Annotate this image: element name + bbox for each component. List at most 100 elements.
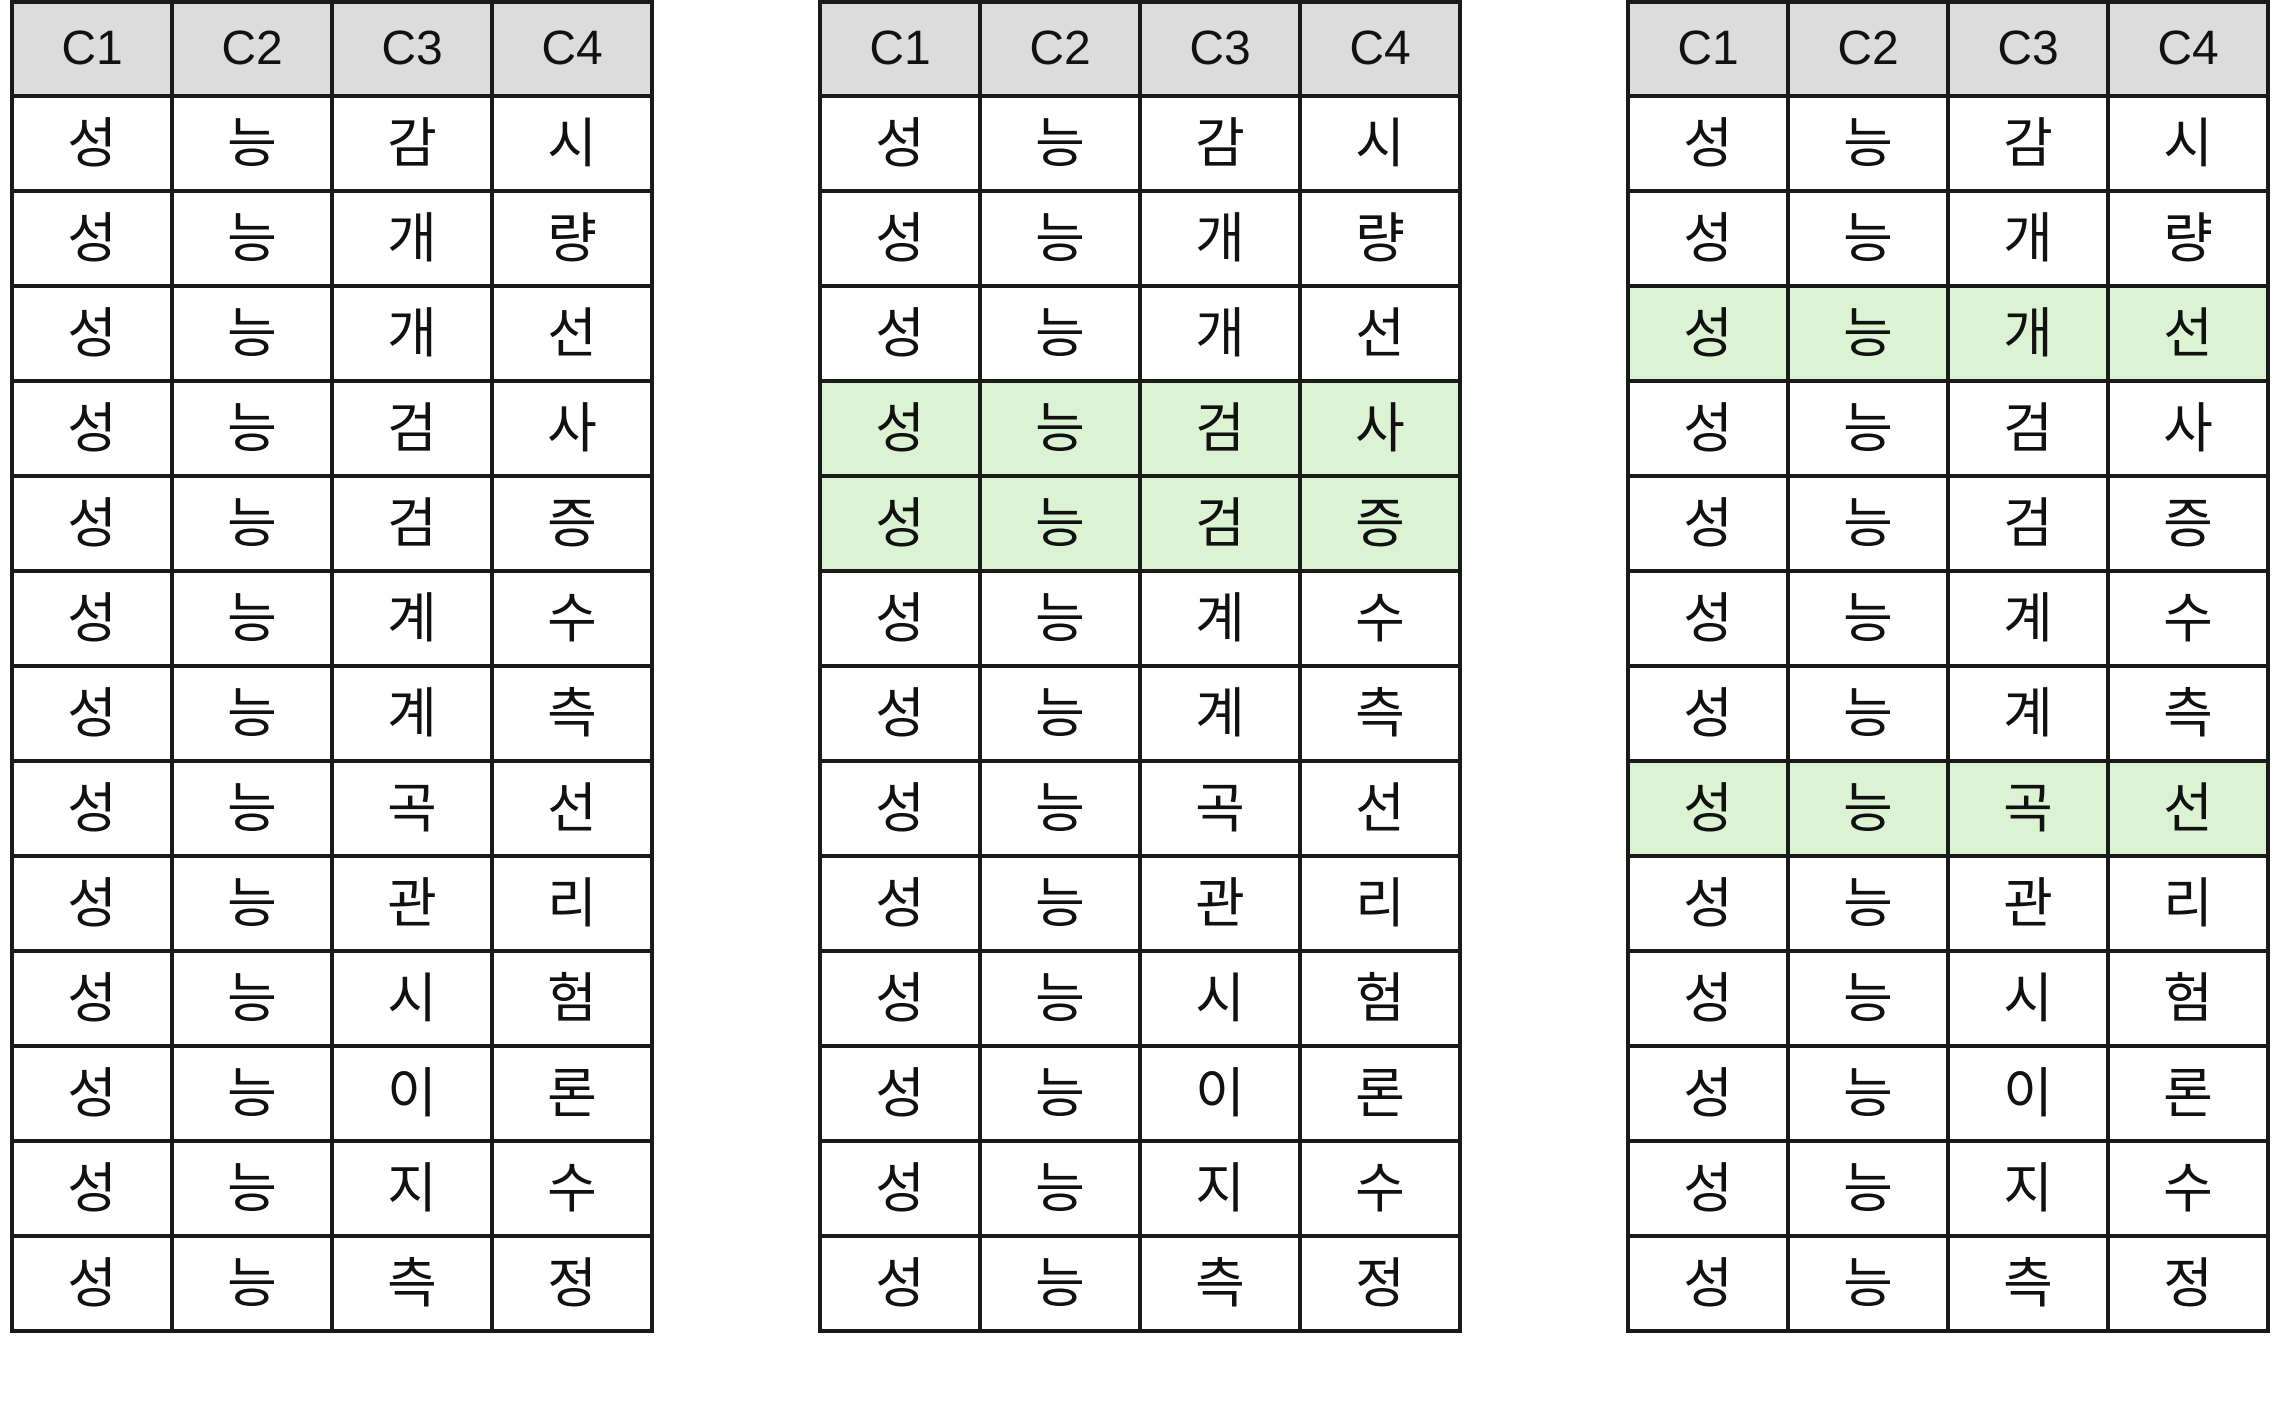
table-cell: 검 [1138, 474, 1302, 573]
table-cell: 성 [1626, 1044, 1790, 1143]
table-cell: 능 [1786, 759, 1950, 858]
table-cell: 론 [1298, 1044, 1462, 1143]
table-cell: 선 [2106, 759, 2270, 858]
table-cell: 지 [330, 1139, 494, 1238]
table-cell: 선 [1298, 759, 1462, 858]
table-cell: 능 [1786, 94, 1950, 193]
table-cell: 개 [1138, 189, 1302, 288]
table-cell: 능 [1786, 189, 1950, 288]
table-cell: 개 [330, 284, 494, 383]
table-cell: 성 [818, 569, 982, 668]
table-cell: 험 [2106, 949, 2270, 1048]
table-cell: 검 [1946, 474, 2110, 573]
table-cell: 능 [170, 569, 334, 668]
table-cell: 측 [1138, 1234, 1302, 1333]
table-cell: 성 [818, 379, 982, 478]
table-cell: 능 [170, 949, 334, 1048]
column-header: C3 [1138, 0, 1302, 98]
column-header: C2 [1786, 0, 1950, 98]
table-cell: 사 [1298, 379, 1462, 478]
table-cell: 증 [490, 474, 654, 573]
table-cell: 검 [1946, 379, 2110, 478]
table-cell: 능 [1786, 1044, 1950, 1143]
table-cell: 능 [978, 1044, 1142, 1143]
table-cell: 수 [490, 569, 654, 668]
table-cell: 계 [330, 569, 494, 668]
table-cell: 시 [2106, 94, 2270, 193]
table-cell: 개 [330, 189, 494, 288]
table-cell: 능 [1786, 569, 1950, 668]
table-cell: 선 [2106, 284, 2270, 383]
table-cell: 성 [1626, 1139, 1790, 1238]
table-cell: 이 [1138, 1044, 1302, 1143]
table-cell: 능 [1786, 284, 1950, 383]
table-cell: 성 [10, 379, 174, 478]
table-cell: 성 [818, 189, 982, 288]
table-cell: 검 [330, 474, 494, 573]
table-cell: 개 [1946, 189, 2110, 288]
table-cell: 성 [1626, 379, 1790, 478]
table-cell: 성 [10, 854, 174, 953]
table-cell: 사 [2106, 379, 2270, 478]
table-cell: 량 [490, 189, 654, 288]
table-cell: 개 [1946, 284, 2110, 383]
table-cell: 성 [818, 854, 982, 953]
table-cell: 수 [2106, 569, 2270, 668]
table-cell: 능 [978, 379, 1142, 478]
table-cell: 측 [1298, 664, 1462, 763]
column-header: C4 [490, 0, 654, 98]
table-cell: 감 [1138, 94, 1302, 193]
table-cell: 정 [2106, 1234, 2270, 1333]
table-cell: 능 [170, 1044, 334, 1143]
table-cell: 량 [1298, 189, 1462, 288]
table-cell: 증 [2106, 474, 2270, 573]
table-cell: 능 [978, 569, 1142, 668]
table-cell: 이 [330, 1044, 494, 1143]
column-header: C1 [818, 0, 982, 98]
table-cell: 성 [1626, 854, 1790, 953]
table-cell: 성 [10, 759, 174, 858]
table-cell: 곡 [1946, 759, 2110, 858]
table-cell: 관 [1138, 854, 1302, 953]
table-cell: 능 [978, 189, 1142, 288]
table-cell: 선 [1298, 284, 1462, 383]
table-cell: 성 [1626, 949, 1790, 1048]
table-cell: 능 [978, 474, 1142, 573]
table-cell: 능 [1786, 664, 1950, 763]
table-cell: 개 [1138, 284, 1302, 383]
table-cell: 성 [1626, 1234, 1790, 1333]
table-cell: 측 [490, 664, 654, 763]
table-cell: 능 [978, 949, 1142, 1048]
table-cell: 성 [818, 94, 982, 193]
table-cell: 성 [1626, 94, 1790, 193]
table-cell: 험 [1298, 949, 1462, 1048]
table-cell: 성 [10, 474, 174, 573]
table-cell: 정 [1298, 1234, 1462, 1333]
table-cell: 능 [170, 474, 334, 573]
table-cell: 성 [10, 1139, 174, 1238]
table-cell: 성 [818, 474, 982, 573]
